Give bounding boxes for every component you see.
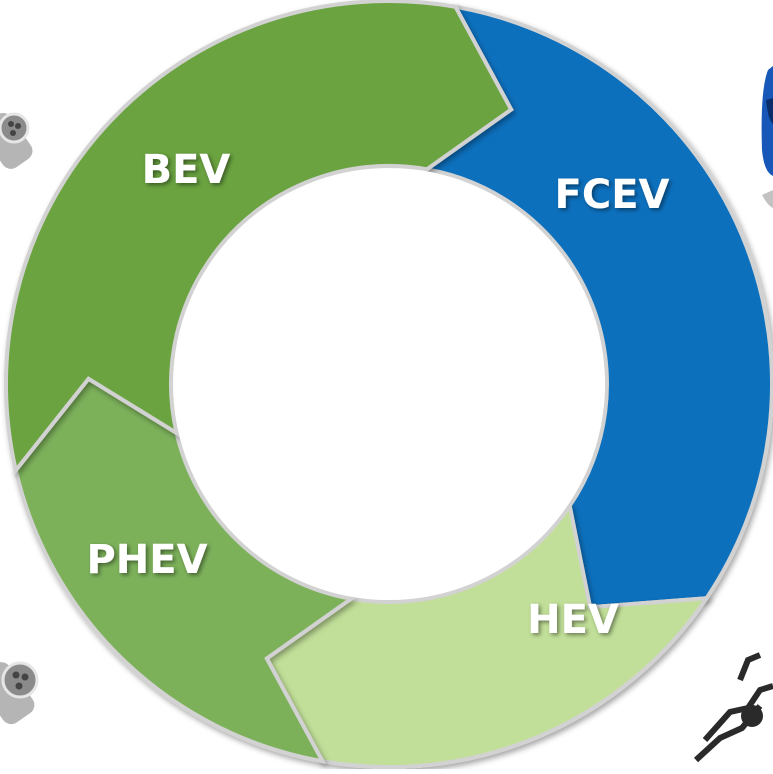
segment-fcev [421,4,773,610]
label-phev: PHEV [86,537,207,583]
label-hev: HEV [527,597,619,643]
cycle-segments [4,0,773,769]
cycle-labels: BEV FCEV HEV PHEV [86,147,669,643]
label-fcev: FCEV [555,172,670,218]
plug-image-top-left [0,112,33,169]
label-bev: BEV [142,147,231,193]
car-image-top-right [761,66,773,208]
center-hole [173,168,605,600]
plug-image-bottom-left [0,661,39,725]
segment-phev [13,376,357,764]
segment-bev [4,0,514,475]
chassis-image-bottom-right [693,652,773,763]
segment-hev [264,500,711,769]
